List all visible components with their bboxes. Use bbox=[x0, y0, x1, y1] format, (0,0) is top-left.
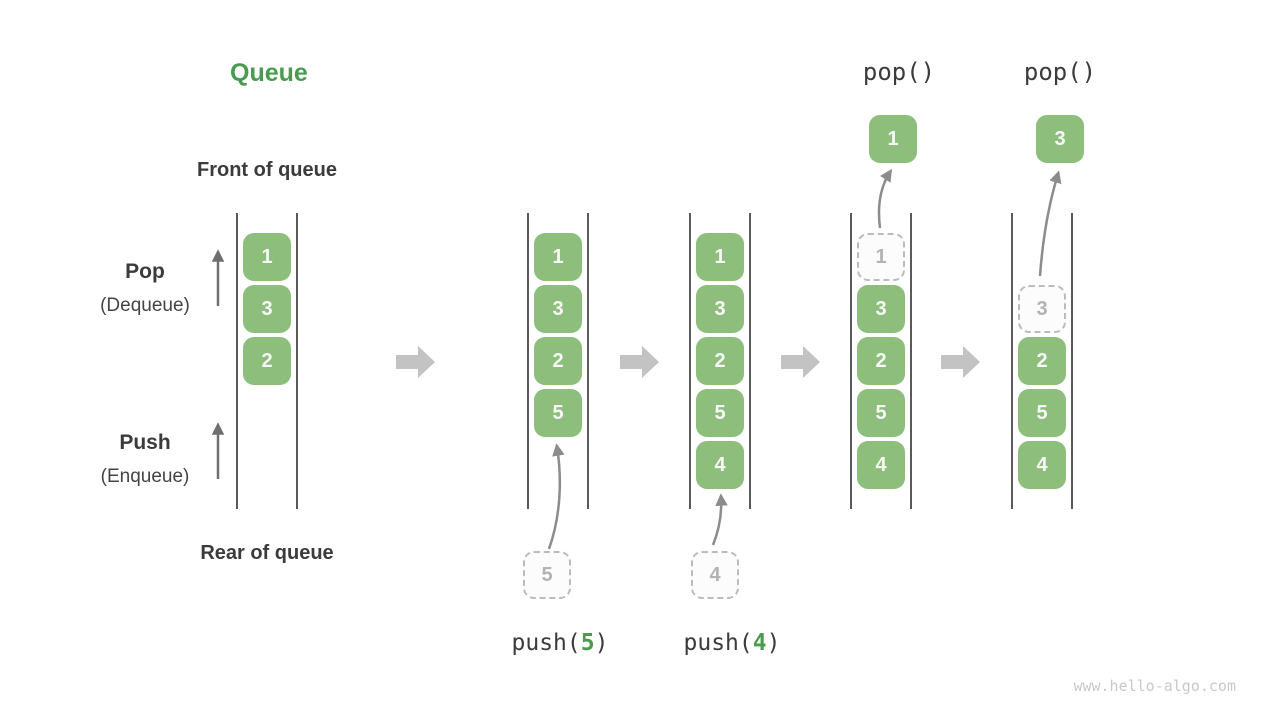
pop-operation-name: Pop bbox=[125, 260, 165, 283]
queue-item: 5 bbox=[1018, 389, 1066, 437]
queue-item: 3 bbox=[857, 285, 905, 333]
push-call-arg: 4 bbox=[752, 630, 767, 656]
right-arrow-icon bbox=[781, 345, 821, 384]
queue-item: 3 bbox=[534, 285, 582, 333]
right-arrow-icon bbox=[620, 345, 660, 384]
pop-call-label: pop() bbox=[1023, 58, 1097, 86]
pop-operation-label: Pop (Dequeue) bbox=[65, 261, 225, 317]
push-call-label: push(4) bbox=[652, 630, 812, 656]
queue-state-3: 1 3 2 5 4 bbox=[689, 213, 751, 509]
push-call-prefix: push( bbox=[683, 630, 753, 656]
queue-state-1: 1 3 2 bbox=[236, 213, 298, 509]
push-call-suffix: ) bbox=[594, 630, 609, 656]
pop-operation-alias: (Dequeue) bbox=[100, 295, 190, 316]
popped-item: 3 bbox=[1036, 115, 1084, 163]
push-call-arg: 5 bbox=[580, 630, 595, 656]
queue-item: 3 bbox=[243, 285, 291, 333]
queue-item: 4 bbox=[1018, 441, 1066, 489]
site-watermark: www.hello-algo.com bbox=[1073, 677, 1236, 695]
queue-item: 5 bbox=[696, 389, 744, 437]
right-arrow-icon bbox=[941, 345, 981, 384]
push-call-suffix: ) bbox=[766, 630, 781, 656]
diagram-title: Queue bbox=[230, 59, 308, 87]
queue-item: 5 bbox=[534, 389, 582, 437]
queue-item: 5 bbox=[857, 389, 905, 437]
queue-item: 2 bbox=[243, 337, 291, 385]
incoming-item-ghost: 5 bbox=[523, 551, 571, 599]
popped-slot-ghost: 1 bbox=[857, 233, 905, 281]
queue-item: 2 bbox=[1018, 337, 1066, 385]
rear-of-queue-label: Rear of queue bbox=[200, 542, 334, 564]
queue-item: 1 bbox=[534, 233, 582, 281]
push-operation-name: Push bbox=[119, 431, 171, 454]
push-call-prefix: push( bbox=[511, 630, 581, 656]
queue-item: 1 bbox=[696, 233, 744, 281]
queue-state-4: 1 3 2 5 4 bbox=[850, 213, 912, 509]
queue-item: 1 bbox=[243, 233, 291, 281]
push-operation-alias: (Enqueue) bbox=[100, 466, 190, 487]
queue-item: 2 bbox=[534, 337, 582, 385]
push-operation-label: Push (Enqueue) bbox=[65, 432, 225, 488]
queue-state-2: 1 3 2 5 bbox=[527, 213, 589, 509]
queue-item: 2 bbox=[857, 337, 905, 385]
front-of-queue-label: Front of queue bbox=[197, 159, 337, 181]
right-arrow-icon bbox=[396, 345, 436, 384]
popped-slot-ghost: 3 bbox=[1018, 285, 1066, 333]
queue-item: 4 bbox=[857, 441, 905, 489]
pop-call-label: pop() bbox=[862, 58, 936, 86]
queue-item: 4 bbox=[696, 441, 744, 489]
queue-state-5: 3 2 5 4 bbox=[1011, 213, 1073, 509]
push-call-label: push(5) bbox=[480, 630, 640, 656]
incoming-item-ghost: 4 bbox=[691, 551, 739, 599]
queue-item: 2 bbox=[696, 337, 744, 385]
popped-item: 1 bbox=[869, 115, 917, 163]
queue-item: 3 bbox=[696, 285, 744, 333]
